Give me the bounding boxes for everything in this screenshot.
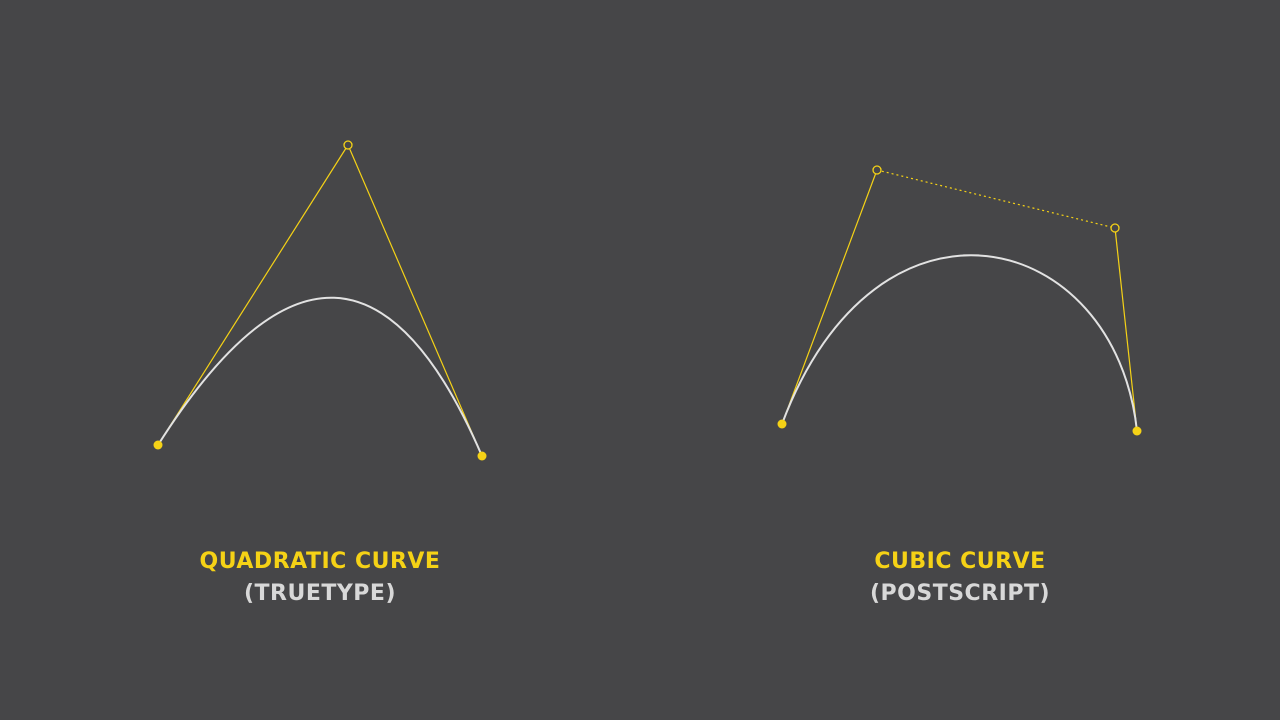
- quadratic-end-point: [477, 451, 487, 461]
- quadratic-start-point: [153, 440, 163, 450]
- cubic-title: CUBIC CURVE: [874, 549, 1046, 574]
- quadratic-curve: [157, 296, 483, 457]
- quadratic-curve-figure: [153, 140, 487, 461]
- cubic-caption: CUBIC CURVE (POSTSCRIPT): [760, 546, 1160, 610]
- cubic-curve-figure: [777, 165, 1142, 436]
- quadratic-title: QUADRATIC CURVE: [199, 549, 441, 574]
- cubic-curve: [781, 254, 1138, 432]
- quadratic-handle-line-right: [347, 144, 483, 457]
- quadratic-subtitle: (TRUETYPE): [243, 581, 397, 606]
- cubic-handle-line-right: [1114, 227, 1138, 432]
- cubic-control-point-2: [1110, 223, 1120, 233]
- quadratic-handle-line-left: [157, 144, 349, 446]
- quadratic-caption: QUADRATIC CURVE (TRUETYPE): [120, 546, 520, 610]
- cubic-control-point-1: [872, 165, 882, 175]
- quadratic-control-point: [343, 140, 353, 150]
- cubic-subtitle: (POSTSCRIPT): [869, 581, 1051, 606]
- cubic-start-point: [777, 419, 787, 429]
- cubic-end-point: [1132, 426, 1142, 436]
- cubic-handle-line-left: [781, 169, 878, 425]
- cubic-handle-dotted-line: [876, 169, 1116, 229]
